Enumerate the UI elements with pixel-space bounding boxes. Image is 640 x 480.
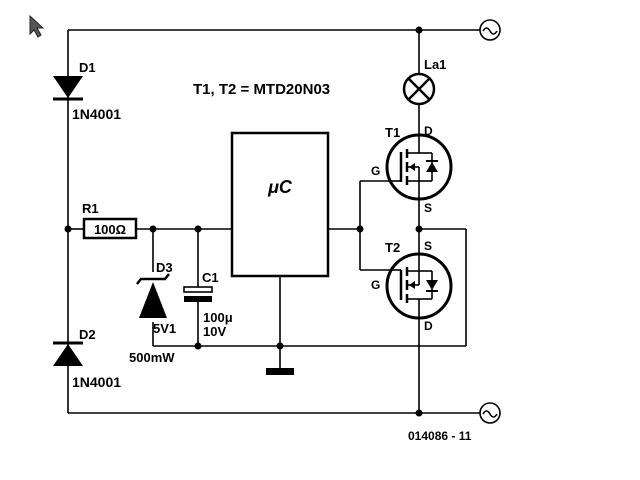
la1-ref: La1: [424, 57, 446, 72]
r1-ref: R1: [82, 201, 99, 216]
d1-ref: D1: [79, 60, 96, 75]
capacitor-icon: [183, 286, 213, 302]
ground-icon: [266, 368, 294, 375]
t2-ref: T2: [385, 240, 400, 255]
junction-dots: [64, 26, 423, 417]
t1-ref: T1: [385, 125, 400, 140]
t1-gate: G: [371, 164, 380, 178]
d1-value: 1N4001: [72, 106, 121, 122]
d2-value: 1N4001: [72, 374, 121, 390]
mouse-cursor-icon: [29, 14, 45, 38]
t2-source: S: [424, 239, 432, 253]
zener-diode-icon: [136, 273, 170, 318]
figure-code: 014086 - 11: [408, 429, 472, 443]
diode-icon: [53, 341, 83, 366]
microcontroller-block: μC: [230, 131, 330, 278]
title-note: T1, T2 = MTD20N03: [193, 81, 330, 98]
microcontroller-label: μC: [267, 177, 293, 197]
ac-source-icon: [477, 19, 501, 41]
t2-gate: G: [371, 278, 380, 292]
ac-source-icon: [477, 402, 501, 424]
resistor-icon: [82, 217, 138, 240]
c1-voltage: 10V: [203, 324, 226, 339]
t1-source: S: [424, 201, 432, 215]
c1-value: 100μ: [203, 310, 233, 325]
d3-ref: D3: [156, 260, 173, 275]
t2-drain: D: [424, 319, 433, 333]
c1-ref: C1: [202, 270, 219, 285]
mosfet-icon: [385, 252, 453, 320]
d2-ref: D2: [79, 327, 96, 342]
t1-drain: D: [424, 124, 433, 138]
lamp-icon: [402, 72, 436, 106]
r1-value: 100Ω: [94, 222, 126, 237]
d3-power: 500mW: [129, 350, 175, 365]
mosfet-icon: [385, 133, 453, 201]
diode-icon: [53, 76, 83, 101]
d3-value: 5V1: [153, 321, 176, 336]
